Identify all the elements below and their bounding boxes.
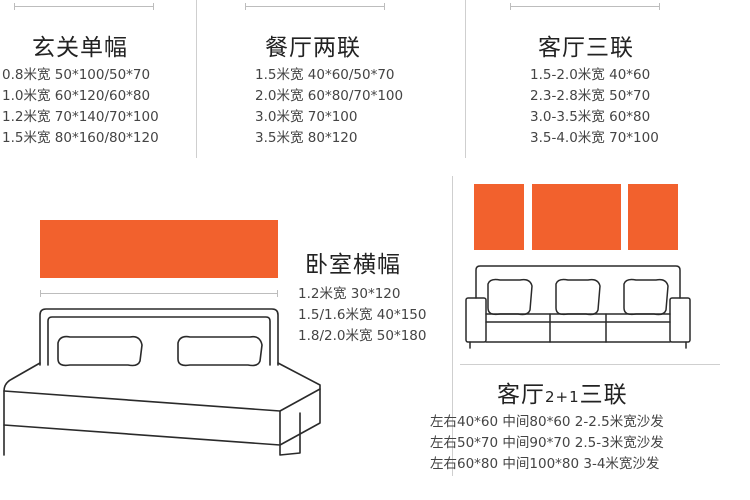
dining-title: 餐厅两联: [265, 35, 361, 61]
size-line: 3.0-3.5米宽 60*80: [530, 109, 651, 125]
size-line: 0.8米宽 50*100/50*70: [2, 67, 151, 83]
living3-sizes: 1.5-2.0米宽 40*60 2.3-2.8米宽 50*70 3.0-3.5米…: [530, 65, 659, 149]
size-line: 左右40*60 中间80*60 2-2.5米宽沙发: [430, 414, 664, 430]
divider-right-mid: [460, 364, 720, 365]
bedroom-dimension-marker: [40, 290, 278, 297]
size-line: 左右60*80 中间100*80 3-4米宽沙发: [430, 456, 660, 472]
living-painting-center: [532, 184, 621, 250]
size-line: 1.5米宽 80*160/80*120: [2, 130, 159, 146]
living21-title-end: 三联: [579, 382, 628, 408]
size-line: 1.0米宽 60*120/60*80: [2, 88, 151, 104]
living-painting-right: [628, 184, 678, 250]
size-line: 2.3-2.8米宽 50*70: [530, 88, 651, 104]
size-line: 1.8/2.0米宽 50*180: [298, 328, 427, 344]
size-line: 1.2米宽 70*140/70*100: [2, 109, 159, 125]
entrance-title: 玄关单幅: [32, 35, 128, 61]
dimension-marker: [14, 3, 154, 10]
size-line: 1.5-2.0米宽 40*60: [530, 67, 651, 83]
divider-top-left: [196, 0, 197, 158]
bedroom-title: 卧室横幅: [305, 252, 401, 278]
size-line: 1.2米宽 30*120: [298, 286, 401, 302]
divider-top-right: [465, 0, 466, 158]
dimension-marker: [245, 3, 385, 10]
size-line: 3.5-4.0米宽 70*100: [530, 130, 659, 146]
bedroom-painting: [40, 220, 278, 278]
living-painting-left: [474, 184, 524, 250]
divider-bottom: [452, 176, 453, 476]
size-line: 3.5米宽 80*120: [255, 130, 358, 146]
living21-title: 客厅2+1三联: [497, 375, 628, 409]
size-line: 1.5米宽 40*60/50*70: [255, 67, 395, 83]
living21-sizes: 左右40*60 中间80*60 2-2.5米宽沙发 左右50*70 中间90*7…: [430, 412, 664, 475]
living21-title-sub: 2+1: [545, 388, 580, 406]
size-line: 3.0米宽 70*100: [255, 109, 358, 125]
size-line: 1.5/1.6米宽 40*150: [298, 307, 427, 323]
bed-illustration: [3, 308, 321, 456]
entrance-sizes: 0.8米宽 50*100/50*70 1.0米宽 60*120/60*80 1.…: [2, 65, 159, 149]
sofa-illustration: [465, 265, 691, 349]
bedroom-sizes: 1.2米宽 30*120 1.5/1.6米宽 40*150 1.8/2.0米宽 …: [298, 284, 426, 347]
dimension-marker: [510, 3, 660, 10]
living3-title: 客厅三联: [538, 35, 634, 61]
living21-title-main: 客厅: [497, 382, 545, 408]
size-line: 2.0米宽 60*80/70*100: [255, 88, 404, 104]
size-line: 左右50*70 中间90*70 2.5-3米宽沙发: [430, 435, 664, 451]
dining-sizes: 1.5米宽 40*60/50*70 2.0米宽 60*80/70*100 3.0…: [255, 65, 403, 149]
